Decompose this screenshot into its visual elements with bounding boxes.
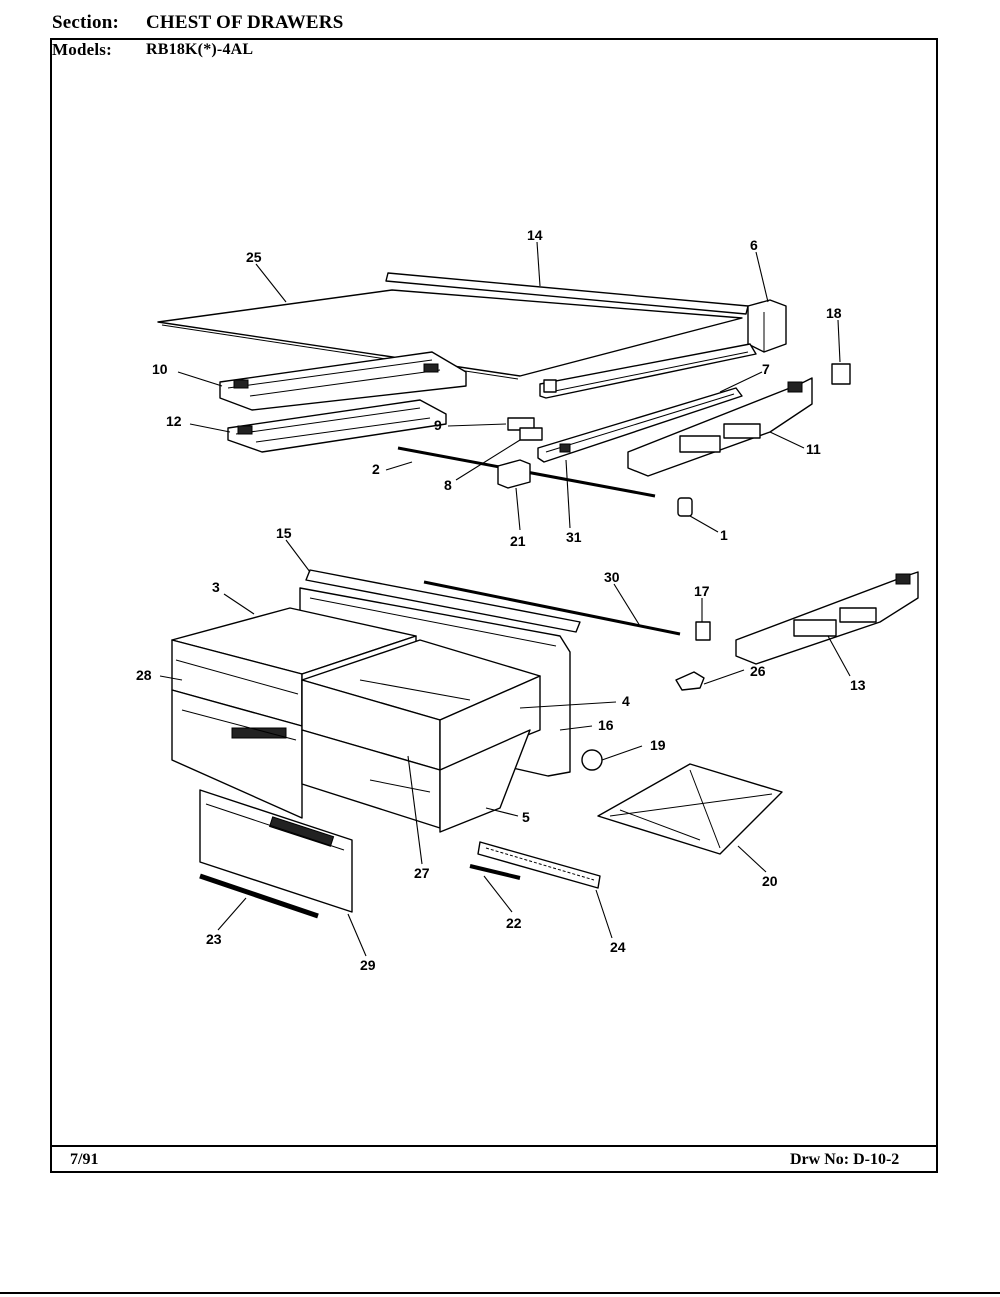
cam-19-part: [581, 749, 603, 771]
callout-8: 8: [444, 477, 452, 493]
models-value: RB18K(*)-4AL: [146, 41, 254, 58]
end-cap-part: [747, 299, 787, 353]
left-drawer-front-part: [171, 689, 303, 819]
callout-24: 24: [610, 939, 626, 955]
footer-divider: [52, 1145, 936, 1147]
callout-20: 20: [762, 873, 778, 889]
upper-slide-rail-part: [219, 351, 467, 411]
drawer-front-panel-part: [199, 789, 353, 913]
callout-15: 15: [276, 525, 292, 541]
spacer-block-part: [497, 459, 531, 489]
retainer-clip-1-part: [677, 497, 693, 517]
callout-11: 11: [806, 441, 821, 457]
callout-25: 25: [246, 249, 262, 265]
section-title: CHEST OF DRAWERS: [146, 12, 344, 33]
callout-3: 3: [212, 579, 220, 595]
lower-bracket-part: [735, 571, 919, 665]
right-bracket-part: [627, 377, 813, 477]
grille-24-slots: [485, 847, 595, 881]
callout-leaders: [159, 241, 851, 957]
callout-5: 5: [522, 809, 530, 825]
right-drawer-part: [301, 639, 541, 771]
callout-30: 30: [604, 569, 620, 585]
callout-7: 7: [762, 361, 770, 377]
right-slide-rail-part: [537, 387, 743, 463]
drawing-date: 7/91: [70, 1151, 99, 1168]
section-label: Section:: [52, 12, 120, 33]
callout-27: 27: [414, 865, 430, 881]
callout-2: 2: [372, 461, 380, 477]
callout-22: 22: [506, 915, 522, 931]
lower-slide-rail-part: [227, 399, 447, 453]
callout-16: 16: [598, 717, 614, 733]
models-label: Models:: [52, 40, 112, 59]
drawing-frame: [50, 38, 938, 1173]
clip-17-part: [695, 621, 711, 641]
callout-28: 28: [136, 667, 152, 683]
callout-6: 6: [750, 237, 758, 253]
callout-23: 23: [206, 931, 222, 947]
rod-30-part: [423, 580, 681, 636]
callout-17: 17: [694, 583, 710, 599]
grille-24-part: [477, 841, 601, 889]
callout-26: 26: [750, 663, 766, 679]
front-rail-part: [539, 343, 757, 399]
callout-10: 10: [152, 361, 168, 377]
drawing-number: Drw No: D-10-2: [790, 1151, 900, 1168]
lower-right-drawer-part: [301, 729, 531, 833]
callout-31: 31: [566, 529, 582, 545]
rear-trim-strip-part: [385, 272, 749, 315]
callout-13: 13: [850, 677, 866, 693]
handle-strip-part: [199, 873, 319, 919]
bracket-26-part: [675, 671, 705, 691]
callout-18: 18: [826, 305, 842, 321]
callout-29: 29: [360, 957, 376, 973]
callout-19: 19: [650, 737, 666, 753]
tray-part: [597, 763, 783, 855]
callout-4: 4: [622, 693, 630, 709]
callout-1: 1: [720, 527, 728, 543]
callout-12: 12: [166, 413, 182, 429]
callout-labels: 25 14 6 18 10 7 9 12 2 11 8 21 31 1 15 3…: [136, 227, 866, 973]
top-trim-part: [305, 569, 581, 633]
page-bottom-rule: [0, 1292, 1000, 1294]
trim-22-part: [469, 864, 521, 880]
callout-14: 14: [527, 227, 543, 243]
callout-9: 9: [434, 417, 442, 433]
clip-8-part: [519, 427, 543, 441]
callout-21: 21: [510, 533, 526, 549]
retainer-clip-18-part: [831, 363, 851, 385]
